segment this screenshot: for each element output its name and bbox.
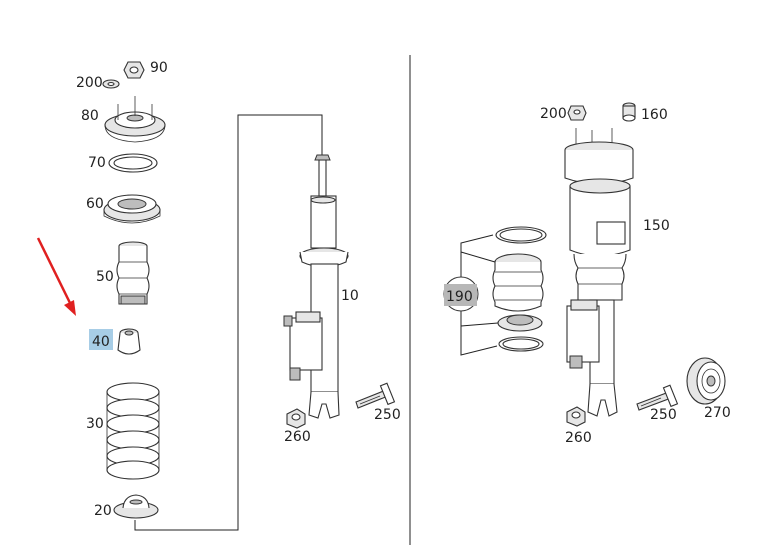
label-190-highlight [444,284,477,306]
part-190-ring-top[interactable] [495,226,547,244]
part-40-bump-stop[interactable] [117,328,141,355]
label-200-right[interactable]: 200 [540,106,567,122]
part-270-damper-wheel[interactable] [686,357,726,405]
part-190-seat[interactable] [497,314,543,332]
part-160-nut[interactable] [622,102,636,122]
part-200-washer-right[interactable] [567,105,587,121]
label-60[interactable]: 60 [86,196,104,212]
part-80-top-mount[interactable] [104,96,166,143]
label-50[interactable]: 50 [96,269,114,285]
label-20[interactable]: 20 [94,503,112,519]
label-270[interactable]: 270 [704,405,731,421]
part-250-bolt-left[interactable] [355,382,396,409]
part-250-bolt-right[interactable] [636,384,679,411]
label-260-left[interactable]: 260 [284,429,311,445]
part-90-nut[interactable] [123,61,145,79]
part-190-leader-lines [460,234,499,356]
label-80[interactable]: 80 [81,108,99,124]
part-60-spring-seat[interactable] [103,194,161,224]
part-70-ring[interactable] [108,153,158,173]
assembly-connector-line [134,114,323,531]
part-30-coil-spring[interactable] [106,382,160,480]
part-190-bellows[interactable] [492,253,544,312]
label-250-right[interactable]: 250 [650,407,677,423]
part-190-ring-bottom[interactable] [498,336,544,352]
part-50-dust-boot[interactable] [116,241,150,305]
part-200-washer[interactable] [102,79,120,89]
label-260-right[interactable]: 260 [565,430,592,446]
label-190[interactable]: 190 [446,289,473,305]
label-40-highlight [89,329,113,350]
label-200-left[interactable]: 200 [76,75,103,91]
part-20-lower-seat[interactable] [113,494,159,519]
part-10-shock-absorber[interactable] [283,154,349,419]
label-10[interactable]: 10 [341,288,359,304]
label-90[interactable]: 90 [150,60,168,76]
red-arrow-icon [36,237,76,316]
label-160[interactable]: 160 [641,107,668,123]
label-40[interactable]: 40 [92,334,110,350]
part-260-nut-right[interactable] [566,406,586,427]
label-30[interactable]: 30 [86,416,104,432]
part-150-air-strut[interactable] [564,128,634,417]
label-250-left[interactable]: 250 [374,407,401,423]
label-150[interactable]: 150 [643,218,670,234]
part-260-nut-left[interactable] [286,408,306,429]
label-70[interactable]: 70 [88,155,106,171]
